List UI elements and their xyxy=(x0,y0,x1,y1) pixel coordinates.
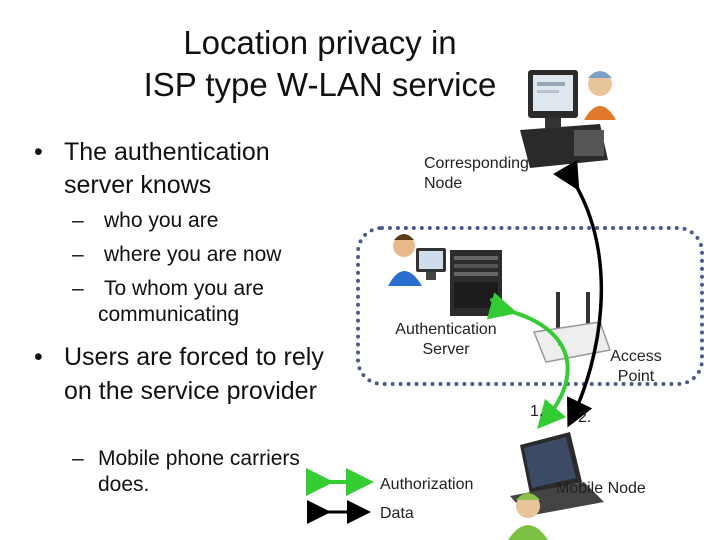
data-flow-arrow xyxy=(553,159,604,428)
sub-bullet-whom-continued: communicating xyxy=(98,303,240,326)
title-line-2: ISP type W-LAN service xyxy=(143,66,497,103)
dash-marker: – xyxy=(72,277,84,300)
dash-marker: – xyxy=(72,447,84,470)
sub-bullet-text: Mobile phone carriers does. xyxy=(98,447,300,496)
sub-bullet-text: who you are xyxy=(104,209,219,232)
sub-bullet-text: where you are now xyxy=(104,243,282,266)
sub-bullet-whom: – To whom you are xyxy=(72,272,332,306)
sub-bullet-mobile-carriers: – Mobile phone carriers does. xyxy=(72,446,334,498)
corresponding-node-label-line-1: Corresponding xyxy=(424,155,529,172)
sub-bullet-list: – who you are – where you are now – To w… xyxy=(72,204,332,328)
dash-marker: – xyxy=(72,209,84,232)
bullet-marker: • xyxy=(34,138,43,166)
authorization-flow-arrow xyxy=(486,292,570,430)
sub-bullet-where: – where you are now xyxy=(72,238,332,272)
access-point-label-line-1: Access xyxy=(610,348,662,365)
mobile-node-label: Mobile Node xyxy=(556,480,646,497)
bullet-authentication-server: • The authentication server knows xyxy=(34,136,324,202)
operator-monitor-icon xyxy=(416,248,446,280)
step-1-label: 1. xyxy=(530,403,544,420)
access-point-label: Access Point xyxy=(604,347,668,387)
legend-authorization-label: Authorization xyxy=(380,476,474,493)
mobile-user-person-icon xyxy=(508,493,548,540)
bullet-text: The authentication server knows xyxy=(64,138,270,199)
title-line-1: Location privacy in xyxy=(183,24,457,61)
authentication-server-icon xyxy=(450,250,502,316)
dash-marker: – xyxy=(72,243,84,266)
authentication-server-label-line-2: Server xyxy=(422,341,470,358)
slide-title: Location privacy in ISP type W-LAN servi… xyxy=(60,22,580,106)
bullet-marker: • xyxy=(34,343,43,371)
sub-bullet-text: To whom you are xyxy=(104,277,264,300)
authentication-server-label: Authentication Server xyxy=(386,320,506,360)
sub-bullet-who: – who you are xyxy=(72,204,332,238)
corresponding-node-label: Corresponding Node xyxy=(424,154,529,194)
bullet-text: Users are forced to rely on the service … xyxy=(64,343,324,405)
step-2-label: 2. xyxy=(578,409,592,426)
corresponding-node-computer-icon xyxy=(520,70,616,168)
operator-person-icon xyxy=(388,234,422,286)
bullet-users-forced: • Users are forced to rely on the servic… xyxy=(34,340,334,408)
corresponding-node-label-line-2: Node xyxy=(424,175,463,192)
legend-data-label: Data xyxy=(380,505,414,522)
authentication-server-label-line-1: Authentication xyxy=(395,321,497,338)
access-point-label-line-2: Point xyxy=(617,368,655,385)
